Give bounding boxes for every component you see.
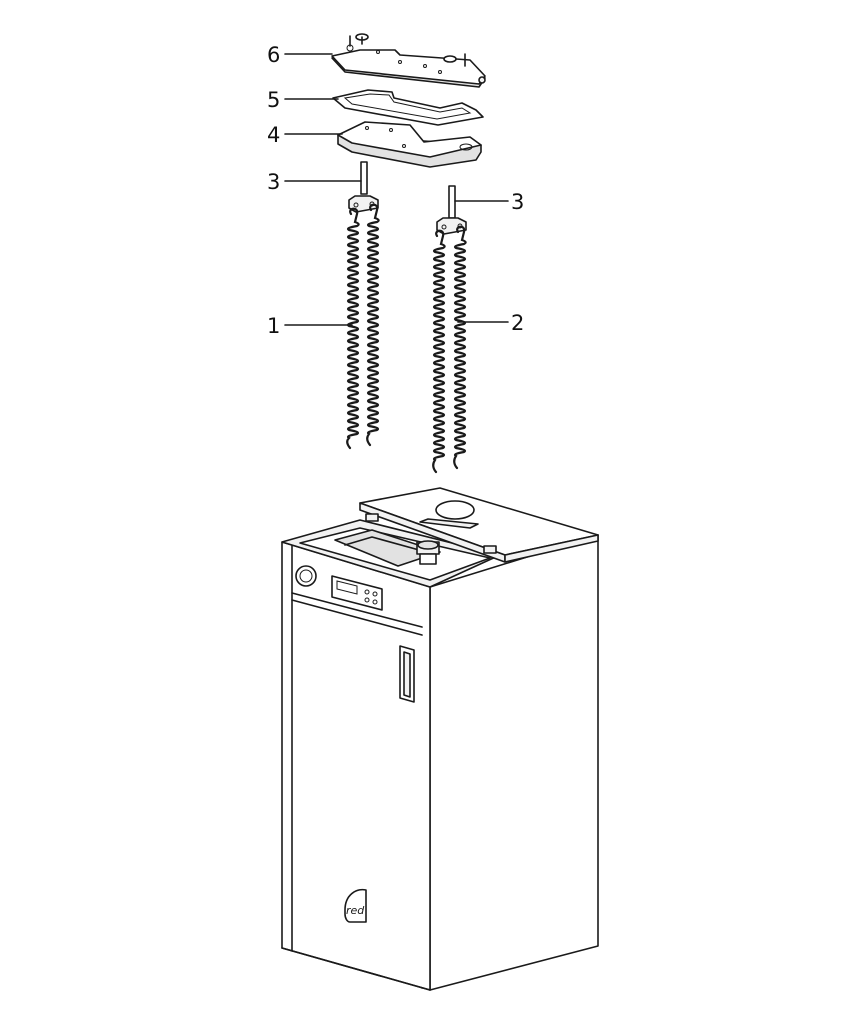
part-1-auger-springs [346, 203, 380, 450]
part-4-base-plate [337, 121, 482, 168]
callout-labels: 6 5 4 3 3 1 2 [267, 43, 524, 338]
spring-coil [453, 225, 467, 470]
spring-coil [432, 229, 446, 474]
part-2-auger-springs [432, 225, 467, 474]
callout-2: 2 [511, 311, 524, 335]
pressure-gauge [295, 565, 317, 587]
control-display-panel [331, 575, 383, 611]
callout-3-left: 3 [267, 170, 280, 194]
leader-lines [284, 53, 509, 326]
logo-text: red [346, 904, 365, 917]
part-3-bracket-right [436, 185, 467, 235]
boiler-cabinet: red [281, 487, 599, 991]
brand-logo: red [344, 888, 367, 923]
door-handle [399, 645, 415, 703]
callout-6: 6 [267, 43, 280, 67]
part-6-cover-plate [331, 33, 486, 88]
callout-4: 4 [267, 123, 280, 147]
feeder-connector [416, 540, 440, 565]
callout-5: 5 [267, 88, 280, 112]
callout-1: 1 [267, 314, 280, 338]
part-5-gasket [332, 89, 484, 126]
spring-coil [366, 203, 380, 447]
callout-3-right: 3 [511, 190, 524, 214]
spring-coil [346, 207, 360, 450]
